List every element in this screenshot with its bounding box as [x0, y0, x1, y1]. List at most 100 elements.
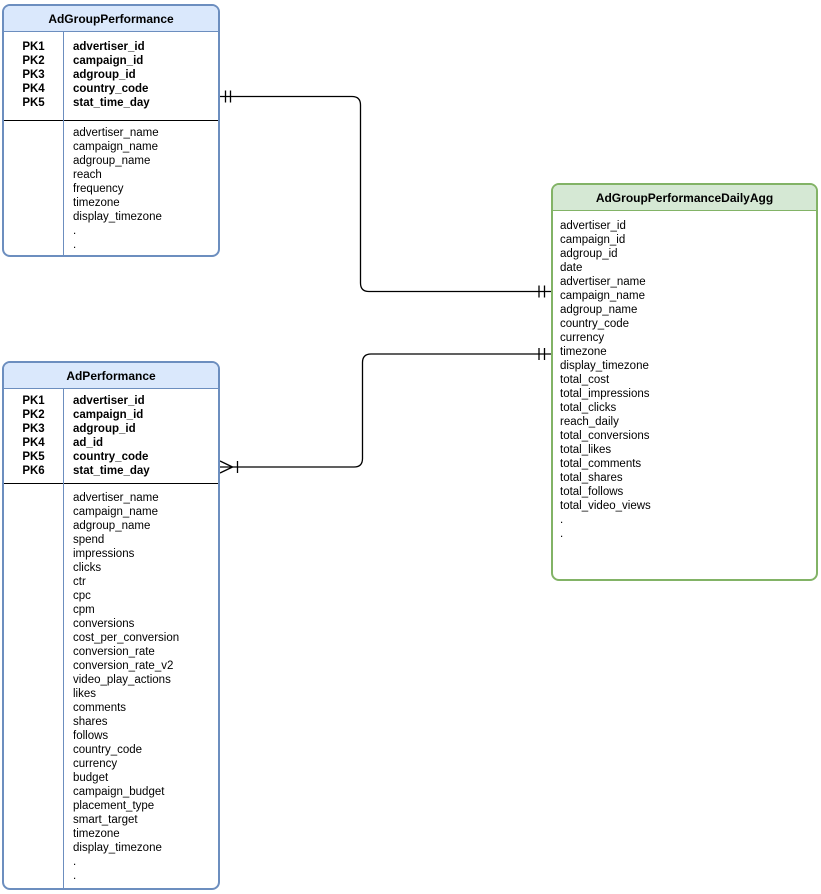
- pk-label: PK1: [22, 395, 45, 407]
- attribute-name: country_code: [73, 744, 143, 756]
- attribute-name: impressions: [73, 548, 135, 560]
- attribute-name: cpm: [73, 604, 95, 616]
- attribute-name: adgroup_name: [560, 304, 638, 316]
- attribute-row: impressions: [4, 547, 218, 561]
- attribute-row: .: [4, 869, 218, 883]
- attribute-row: adgroup_name: [4, 154, 218, 168]
- attribute-row: conversions: [4, 617, 218, 631]
- attribute-row: total_likes: [553, 443, 816, 457]
- attribute-row: campaign_name: [4, 140, 218, 154]
- primary-key-row: PK4 country_code: [4, 82, 218, 96]
- attribute-row: frequency: [4, 182, 218, 196]
- attribute-row: .: [4, 224, 218, 238]
- pk-field-name: advertiser_id: [73, 395, 145, 407]
- attribute-name: ctr: [73, 576, 86, 588]
- cardinality-one-and-only-one-marker-dailyagg-bottom: [538, 348, 546, 360]
- pk-field-name: adgroup_id: [73, 69, 136, 81]
- attribute-name: currency: [73, 758, 118, 770]
- attribute-row: total_shares: [553, 471, 816, 485]
- entity-adgroupperformance[interactable]: AdGroupPerformance PK1 advertiser_id PK2…: [2, 4, 220, 257]
- primary-key-row: PK2 campaign_id: [4, 54, 218, 68]
- pk-field-name: stat_time_day: [73, 97, 150, 109]
- attribute-name: comments: [73, 702, 127, 714]
- attribute-row: total_video_views: [553, 499, 816, 513]
- entity-adperformance[interactable]: AdPerformance PK1 advertiser_id PK2 camp…: [2, 361, 220, 890]
- attribute-row: total_comments: [553, 457, 816, 471]
- attribute-name: spend: [73, 534, 105, 546]
- attribute-name: total_follows: [560, 486, 624, 498]
- attribute-row: date: [553, 261, 816, 275]
- pk-field-name: ad_id: [73, 437, 104, 449]
- attribute-row: timezone: [553, 345, 816, 359]
- attribute-row: ctr: [4, 575, 218, 589]
- attribute-row: adgroup_name: [4, 519, 218, 533]
- attribute-row: cpm: [4, 603, 218, 617]
- attribute-row: advertiser_id: [553, 219, 816, 233]
- attribute-name: .: [73, 225, 77, 237]
- pk-label: PK4: [22, 437, 45, 449]
- attribute-name: timezone: [73, 828, 120, 840]
- attribute-row: total_cost: [553, 373, 816, 387]
- attribute-name: country_code: [560, 318, 630, 330]
- attribute-name: display_timezone: [560, 360, 649, 372]
- attribute-name: timezone: [560, 346, 607, 358]
- attribute-row: .: [4, 855, 218, 869]
- attribute-name: .: [73, 856, 77, 868]
- attribute-name: .: [73, 870, 77, 882]
- attribute-name: placement_type: [73, 800, 155, 812]
- attribute-name: campaign_name: [73, 506, 159, 518]
- pk-field-name: stat_time_day: [73, 465, 150, 477]
- attribute-row: advertiser_name: [4, 491, 218, 505]
- attribute-name: currency: [560, 332, 605, 344]
- attribute-row: budget: [4, 771, 218, 785]
- attribute-row: clicks: [4, 561, 218, 575]
- attribute-name: total_clicks: [560, 402, 617, 414]
- attribute-name: conversion_rate_v2: [73, 660, 174, 672]
- pk-label: PK3: [22, 69, 45, 81]
- attribute-row: total_impressions: [553, 387, 816, 401]
- primary-key-section: PK1 advertiser_id PK2 campaign_id PK3 ad…: [4, 32, 218, 120]
- attribute-row: timezone: [4, 196, 218, 210]
- pk-label: PK4: [22, 83, 45, 95]
- attribute-row: cost_per_conversion: [4, 631, 218, 645]
- attribute-row: display_timezone: [553, 359, 816, 373]
- attribute-row: video_play_actions: [4, 673, 218, 687]
- attribute-row: reach: [4, 168, 218, 182]
- primary-key-row: PK2 campaign_id: [4, 408, 218, 422]
- pk-label: PK2: [22, 409, 45, 421]
- attribute-row: comments: [4, 701, 218, 715]
- attribute-name: total_comments: [560, 458, 642, 470]
- attribute-row: display_timezone: [4, 210, 218, 224]
- attribute-name: display_timezone: [73, 211, 162, 223]
- attribute-row: .: [553, 527, 816, 541]
- pk-label: PK5: [22, 97, 45, 109]
- pk-field-name: campaign_id: [73, 55, 144, 67]
- attribute-name: total_impressions: [560, 388, 650, 400]
- attribute-row: campaign_id: [553, 233, 816, 247]
- primary-key-row: PK4 ad_id: [4, 436, 218, 450]
- attribute-row: conversion_rate: [4, 645, 218, 659]
- cardinality-one-and-only-one-marker-adgroupperformance: [224, 90, 232, 103]
- primary-key-row: PK3 adgroup_id: [4, 422, 218, 436]
- entity-body: PK1 advertiser_id PK2 campaign_id PK3 ad…: [4, 389, 218, 888]
- attribute-row: campaign_name: [4, 505, 218, 519]
- entity-title-adgroupperformance: AdGroupPerformance: [4, 6, 218, 32]
- attribute-row: adgroup_name: [553, 303, 816, 317]
- attribute-name: reach_daily: [560, 416, 619, 428]
- attribute-row: reach_daily: [553, 415, 816, 429]
- pk-label: PK6: [22, 465, 45, 477]
- attribute-name: total_conversions: [560, 430, 650, 442]
- attribute-row: timezone: [4, 827, 218, 841]
- primary-key-row: PK1 advertiser_id: [4, 40, 218, 54]
- attribute-row: shares: [4, 715, 218, 729]
- entity-adgroupperformancedailyagg[interactable]: AdGroupPerformanceDailyAgg advertiser_id…: [551, 183, 818, 581]
- attribute-name: likes: [73, 688, 97, 700]
- attribute-row: likes: [4, 687, 218, 701]
- attribute-name: advertiser_name: [560, 276, 646, 288]
- cardinality-one-and-only-one-marker-dailyagg-top: [538, 285, 546, 298]
- attribute-row: currency: [4, 757, 218, 771]
- attribute-name: follows: [73, 730, 109, 742]
- connector-adgroupperformance-to-dailyagg: [220, 95, 551, 293]
- attribute-name: .: [73, 239, 77, 251]
- attribute-row: total_follows: [553, 485, 816, 499]
